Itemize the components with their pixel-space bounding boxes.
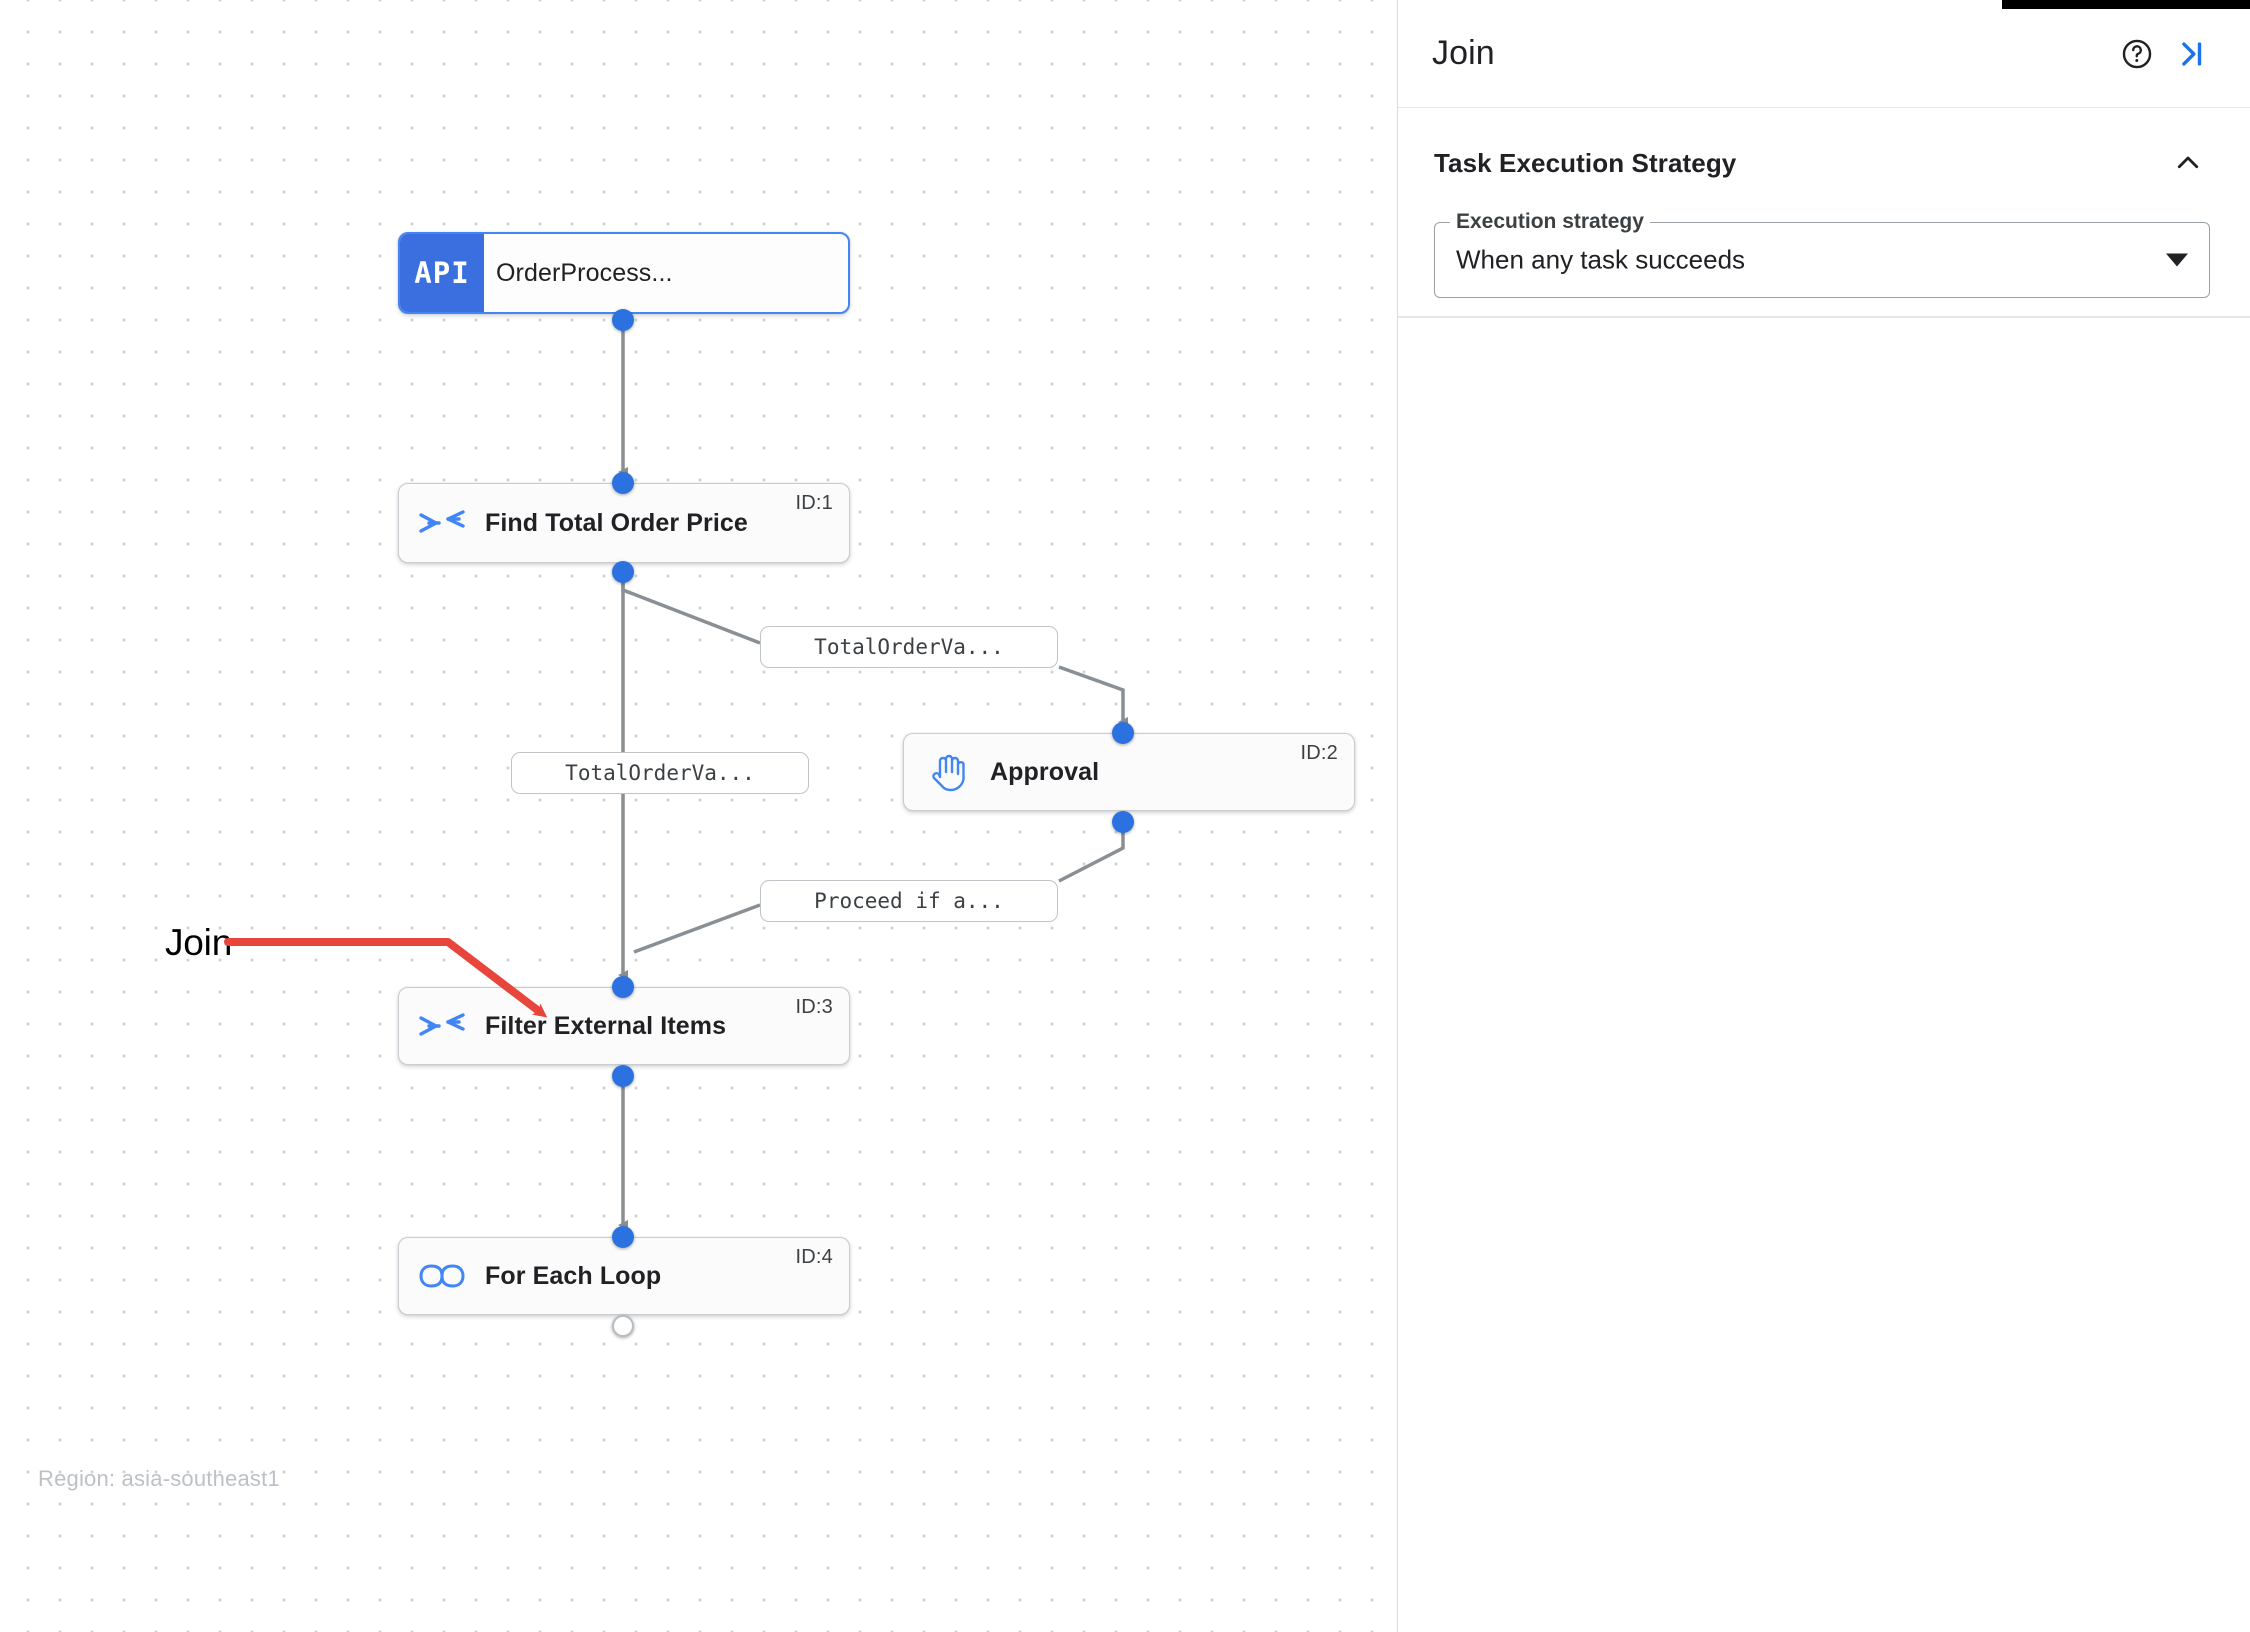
region-caption: Region: asia-southeast1 bbox=[38, 1466, 280, 1491]
node-id-badge: ID:2 bbox=[1300, 742, 1338, 764]
chevron-up-icon[interactable] bbox=[2166, 141, 2210, 185]
merge-arrows-icon bbox=[399, 1011, 485, 1041]
node-input-connector-find-total-order-price[interactable] bbox=[612, 472, 634, 494]
merge-arrows-icon bbox=[399, 508, 485, 538]
node-approval[interactable]: Approval ID:2 bbox=[903, 733, 1355, 811]
panel-title: Join bbox=[1432, 34, 1495, 72]
node-input-connector-approval[interactable] bbox=[1112, 722, 1134, 744]
execution-strategy-select[interactable]: Execution strategy When any task succeed… bbox=[1434, 209, 2210, 298]
node-title: Find Total Order Price bbox=[485, 508, 748, 537]
node-output-connector-order-process[interactable] bbox=[612, 309, 634, 331]
task-execution-strategy-section: Task Execution Strategy Execution strate… bbox=[1398, 108, 2250, 298]
node-filter-external-items[interactable]: Filter External Items ID:3 bbox=[398, 987, 850, 1065]
field-outline bbox=[1434, 222, 2210, 298]
panel-header: Join bbox=[1398, 0, 2250, 108]
edge-label-total-order-value-right[interactable]: TotalOrderVa... bbox=[760, 626, 1058, 668]
node-id-badge: ID:4 bbox=[795, 1246, 833, 1268]
node-title: OrderProcess... bbox=[496, 258, 673, 287]
annotation-label-join: Join bbox=[165, 922, 233, 963]
node-input-connector-filter-external-items[interactable] bbox=[612, 976, 634, 998]
panel-divider bbox=[1398, 316, 2250, 318]
node-id-badge: ID:3 bbox=[795, 996, 833, 1018]
window-chrome-bar bbox=[2002, 0, 2250, 9]
node-output-connector-find-total-order-price[interactable] bbox=[612, 561, 634, 583]
details-panel: Join Task Execution Strategy bbox=[1397, 0, 2250, 1632]
execution-strategy-label: Execution strategy bbox=[1450, 209, 1650, 235]
node-input-connector-for-each-loop[interactable] bbox=[612, 1226, 634, 1248]
edge-label-total-order-value-center[interactable]: TotalOrderVa... bbox=[511, 752, 809, 794]
node-title: For Each Loop bbox=[485, 1261, 662, 1290]
collapse-panel-icon[interactable] bbox=[2164, 27, 2218, 81]
hand-icon bbox=[904, 752, 990, 792]
edge-label-proceed-if-approved[interactable]: Proceed if a... bbox=[760, 880, 1058, 922]
node-order-process[interactable]: API OrderProcess... bbox=[398, 232, 850, 314]
section-header-row[interactable]: Task Execution Strategy bbox=[1434, 138, 2210, 188]
node-for-each-loop[interactable]: For Each Loop ID:4 bbox=[398, 1237, 850, 1315]
help-circle-icon[interactable] bbox=[2110, 27, 2164, 81]
workflow-canvas[interactable]: API OrderProcess... Find Total Order Pri… bbox=[0, 0, 1397, 1632]
chevron-down-icon[interactable] bbox=[2166, 253, 2188, 267]
infinity-icon bbox=[399, 1262, 485, 1290]
node-title: Approval bbox=[990, 757, 1100, 786]
section-title: Task Execution Strategy bbox=[1434, 147, 1737, 178]
node-title: Filter External Items bbox=[485, 1011, 727, 1040]
node-output-connector-for-each-loop[interactable] bbox=[612, 1315, 634, 1337]
node-output-connector-filter-external-items[interactable] bbox=[612, 1065, 634, 1087]
node-output-connector-approval[interactable] bbox=[1112, 811, 1134, 833]
api-badge-icon: API bbox=[400, 234, 484, 312]
node-find-total-order-price[interactable]: Find Total Order Price ID:1 bbox=[398, 483, 850, 563]
execution-strategy-value: When any task succeeds bbox=[1456, 244, 1746, 275]
node-id-badge: ID:1 bbox=[795, 492, 833, 514]
